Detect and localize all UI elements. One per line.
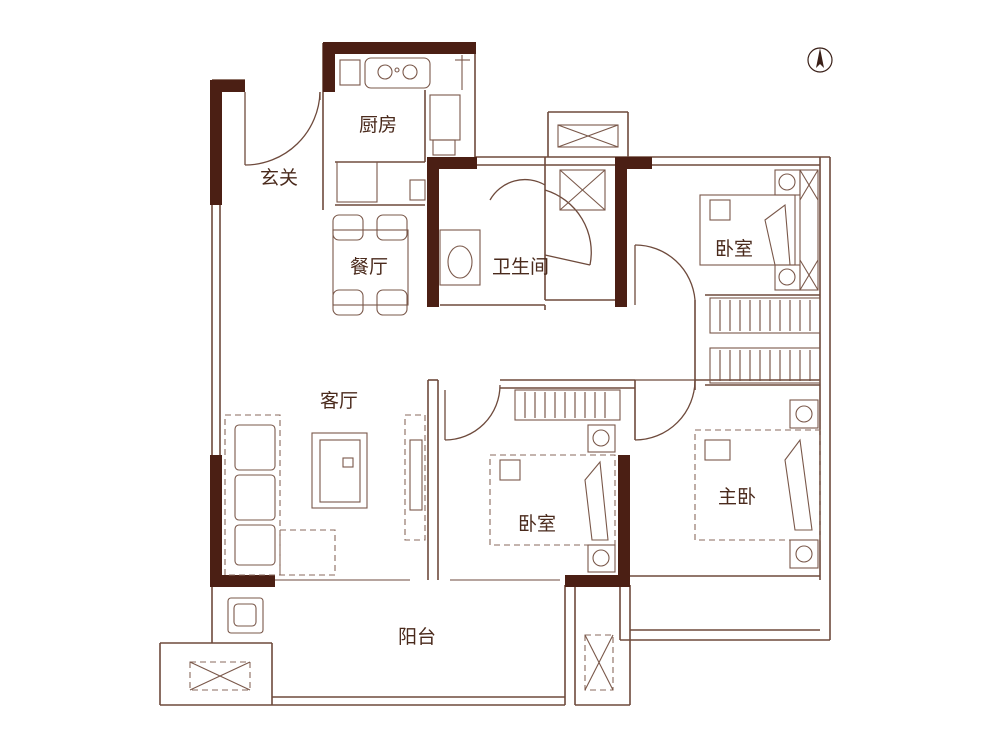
bedroom-middle-furniture (489, 424, 616, 573)
label-dining: 餐厅 (350, 256, 388, 278)
north-arrow-icon (807, 47, 833, 73)
master-bedroom-furniture (694, 399, 821, 569)
dining-set (332, 214, 409, 316)
bedroom-top-furniture (699, 169, 819, 291)
outer-walls (159, 43, 831, 706)
label-balcony: 阳台 (398, 626, 436, 648)
label-bedroom-top: 卧室 (715, 238, 753, 260)
doors (244, 91, 696, 441)
living-furniture (224, 414, 426, 576)
label-master-bedroom: 主卧 (718, 486, 756, 508)
wardrobes (514, 297, 821, 421)
structural-walls (210, 42, 652, 587)
label-bathroom: 卫生间 (492, 256, 549, 278)
label-kitchen: 厨房 (359, 114, 397, 136)
kitchen-fixtures (336, 55, 470, 203)
label-living-room: 客厅 (320, 390, 358, 412)
label-entrance: 玄关 (260, 167, 298, 189)
label-bedroom-middle: 卧室 (518, 513, 556, 535)
balcony-fixtures (189, 597, 614, 691)
bathroom-fixtures (439, 124, 619, 286)
